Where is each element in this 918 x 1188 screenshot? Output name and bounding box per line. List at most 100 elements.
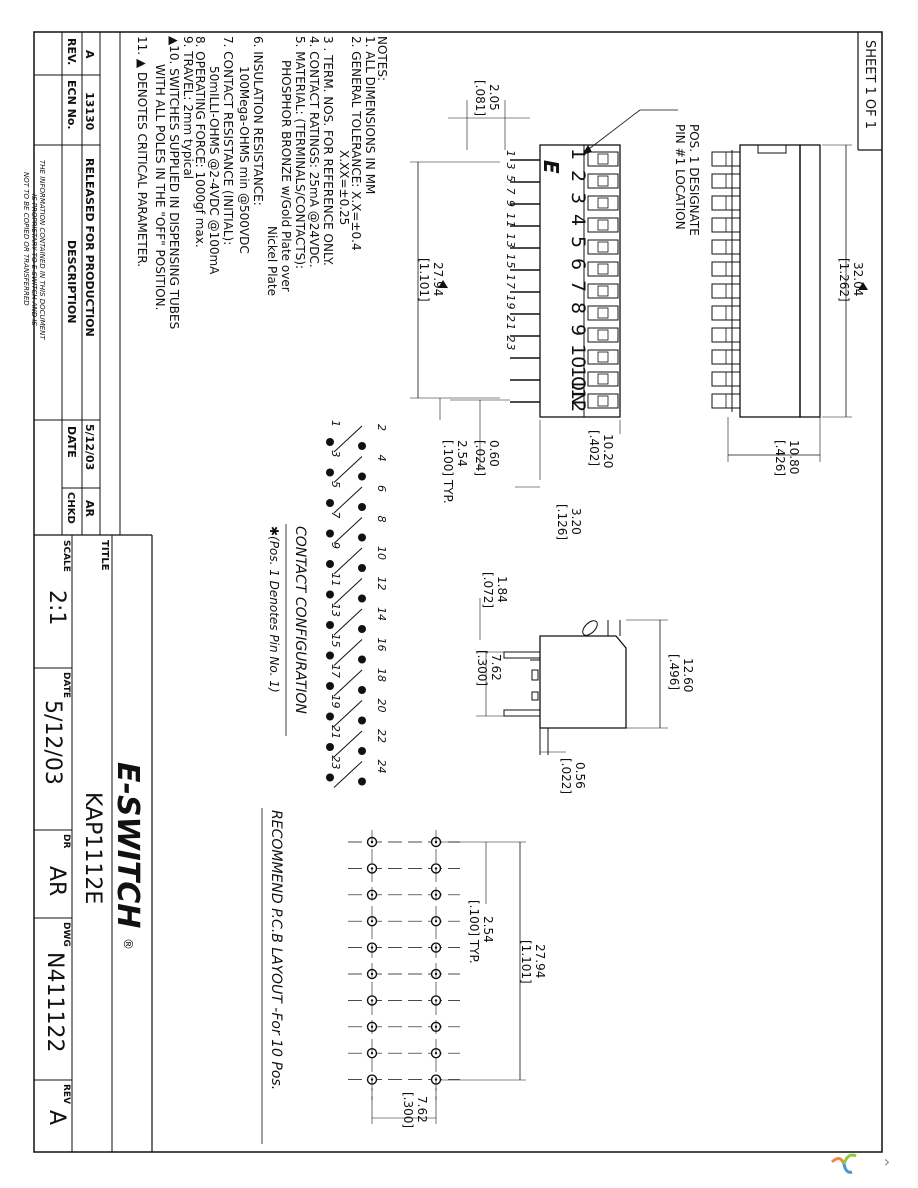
svg-text:27.94: 27.94 <box>431 262 445 296</box>
dim-27-94: 27.94 [1.101] <box>410 161 500 399</box>
contact-pin-even <box>358 777 366 786</box>
switch-actuator <box>587 327 619 343</box>
scale-label: SCALE <box>61 540 71 572</box>
svg-text:[1.101]: [1.101] <box>417 258 431 302</box>
pcb-layout: RECOMMEND P.C.B LAYOUT -For 10 Pos. 27.9… <box>261 808 547 1144</box>
contact-pin-even <box>358 472 366 481</box>
contact-pin-even <box>358 716 366 725</box>
contact-pin-label: 4 <box>375 455 388 462</box>
sheet-label: SHEET 1 OF 1 <box>862 40 877 129</box>
contact-pin-label: 8 <box>375 516 388 523</box>
notes: NOTES: 1. ALL DIMENSIONS IN MM2. GENERAL… <box>135 36 389 329</box>
switch-number: 2 <box>567 170 589 182</box>
contact-pin-label: 12 <box>375 577 388 591</box>
pcb-caption: RECOMMEND P.C.B LAYOUT -For 10 Pos. <box>268 810 284 1090</box>
drawing-rev: A <box>44 1110 69 1125</box>
svg-text:[.024]: [.024] <box>473 440 487 476</box>
contact-pin-label: 2 <box>375 424 388 431</box>
rev-header: REV. <box>65 38 78 65</box>
svg-text:10.20: 10.20 <box>601 434 615 468</box>
contact-pin-label: 3 <box>329 451 342 458</box>
contact-switch-line <box>333 669 363 697</box>
ecn-value: 13130 <box>83 92 96 131</box>
svg-text:[.126]: [.126] <box>555 504 569 540</box>
contact-pin-label: 24 <box>375 760 388 774</box>
contact-pin-even <box>358 655 366 664</box>
switch-number: 6 <box>567 258 589 270</box>
switch-actuator <box>587 151 619 167</box>
contact-switch-line <box>333 578 363 605</box>
part-title: KAP1112E <box>80 792 105 904</box>
note-line: WITH ALL POLES IN THE "OFF" POSITION. <box>153 64 167 310</box>
contact-pin-label: 23 <box>329 756 342 770</box>
drawing-number: N411122 <box>42 952 67 1052</box>
contact-config-note: ✱(Pos. 1 Denotes Pin No. 1) <box>267 526 281 693</box>
contact-pin-label: 19 <box>329 695 342 709</box>
contact-pin-even <box>358 533 366 542</box>
switch-number: 5 <box>567 236 589 248</box>
contact-pin-label: 11 <box>329 573 342 587</box>
svg-text:3.20: 3.20 <box>569 508 583 535</box>
note-line: ▲10. SWITCHES SUPPLIED IN DISPENSING TUB… <box>167 36 181 329</box>
svg-text:2.54: 2.54 <box>455 440 469 467</box>
e-mark: E <box>539 160 563 174</box>
switch-number: 4 <box>567 214 589 226</box>
switch-actuator <box>587 261 619 277</box>
svg-text:[.300]: [.300] <box>401 1092 415 1128</box>
contact-pin-label: 10 <box>375 546 388 560</box>
contact-pin-odd <box>326 590 334 599</box>
contact-switch-line <box>333 486 363 514</box>
dim-32-04: 32.04 [1.262] <box>822 144 868 418</box>
switch-actuator <box>587 217 619 233</box>
note-line: 6. INSULATION RESISTANCE: <box>251 36 265 206</box>
svg-text:®: ® <box>121 938 135 950</box>
contact-switch-line <box>333 700 363 727</box>
contact-pin-odd <box>326 560 334 568</box>
svg-text:27.94: 27.94 <box>533 944 547 978</box>
svg-text:0.56: 0.56 <box>573 762 587 789</box>
rev-label: REV <box>61 1084 71 1104</box>
switch-number: 10 <box>567 344 589 368</box>
switch-actuator <box>587 283 619 299</box>
note-line: Nickel Plate <box>265 226 279 296</box>
dim-10-80: 10.80 [.426] <box>727 417 821 476</box>
svg-text:[.100] TYP.: [.100] TYP. <box>467 900 481 964</box>
svg-text:[1.101]: [1.101] <box>519 940 533 984</box>
dim-7-62-end: 7.62 [.300] <box>475 650 504 717</box>
note-line: 8. OPERATING FORCE: 1000gf max. <box>193 36 207 248</box>
note-line: 5. MATERIAL: (TERMINALS/CONTACTS): <box>293 36 307 269</box>
switch-number: 9 <box>567 324 589 336</box>
note-line: 7. CONTACT RESISTANCE (INITIAL): <box>221 36 235 245</box>
contact-pin-odd <box>326 682 334 690</box>
contact-pin-label: 17 <box>329 664 342 678</box>
dim-2-05: 2.05 [.081] <box>448 80 530 150</box>
contact-switch-line <box>333 517 363 544</box>
svg-text:0.60: 0.60 <box>487 440 501 467</box>
contact-pin-odd <box>326 621 334 629</box>
svg-text:12.60: 12.60 <box>681 658 695 692</box>
contact-switch-line <box>333 761 363 788</box>
svg-text:1.84: 1.84 <box>495 576 509 603</box>
switch-number: 11 <box>567 366 589 390</box>
svg-text:[.022]: [.022] <box>559 758 573 794</box>
contact-pin-label: 7 <box>329 512 342 519</box>
contact-pin-label: 22 <box>375 729 388 743</box>
next-page-icon[interactable]: › <box>883 1151 891 1171</box>
note-line: X.XX=±0.25 <box>337 150 351 225</box>
switch-actuator <box>587 305 619 321</box>
date-header: DATE <box>65 426 78 458</box>
date-label: DATE <box>61 672 71 698</box>
revision-table <box>34 32 152 536</box>
contact-pin-odd <box>326 499 334 507</box>
notes-heading: NOTES: <box>375 36 389 81</box>
contact-pin-even <box>358 747 366 755</box>
svg-text:IS PROPRIETARY TO E-SWITCH AND: IS PROPRIETARY TO E-SWITCH AND IS <box>30 194 38 326</box>
contact-switch-line <box>333 608 363 636</box>
dim-12-60: 12.60 [.496] <box>626 619 695 729</box>
switch-number: 7 <box>567 280 589 292</box>
switch-actuator <box>587 239 619 255</box>
viewer-logo-icon <box>830 1153 857 1174</box>
switch-number: 8 <box>567 302 589 314</box>
contact-pin-odd <box>326 438 334 446</box>
pin-number-row: 1 3 5 7 9 11 13 15 17 19 21 23 <box>504 150 517 351</box>
